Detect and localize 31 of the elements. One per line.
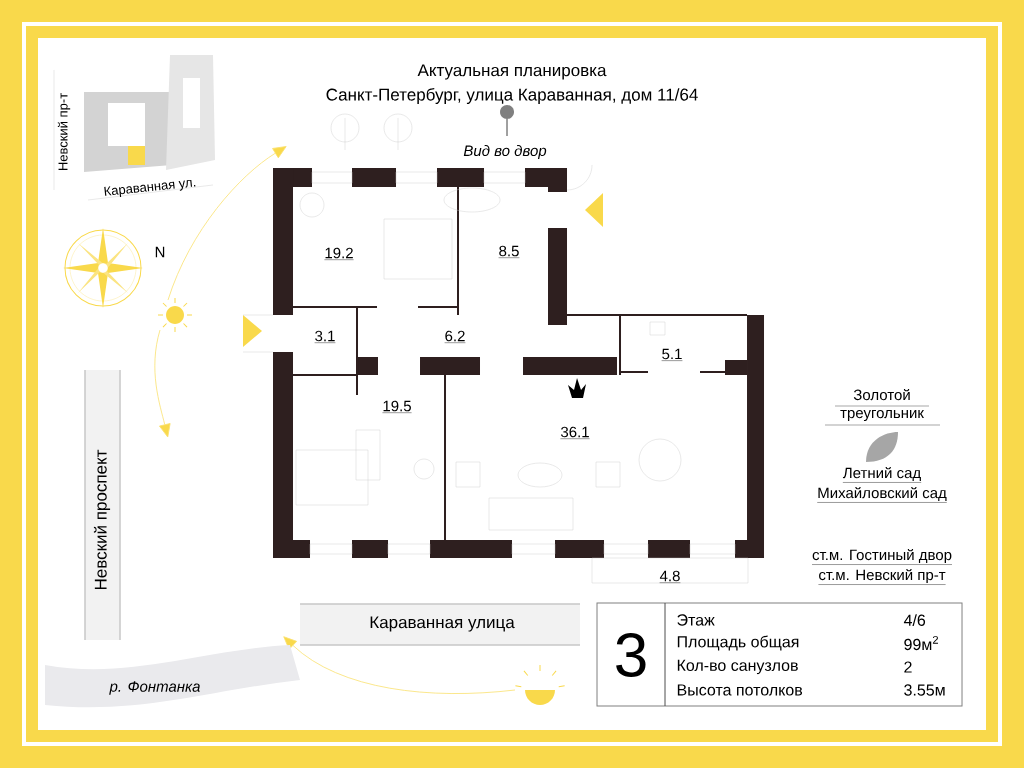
room-area: 36.1 bbox=[560, 426, 590, 439]
street-name: Невский проспект bbox=[93, 449, 111, 590]
table-cell: Площадь общая bbox=[677, 635, 799, 651]
table-cell: Этаж bbox=[677, 614, 715, 626]
room-area: 19.5 bbox=[382, 400, 412, 413]
metro-station: ст.м. Невский пр-т bbox=[818, 568, 946, 585]
place-name: Михайловский сад bbox=[817, 486, 947, 503]
room-area: 19.2 bbox=[324, 247, 354, 260]
metro-station: ст.м. Гостиный двор bbox=[811, 548, 953, 565]
room-area: 8.5 bbox=[498, 245, 520, 258]
room-area: 5.1 bbox=[661, 348, 683, 361]
room-area: 3.1 bbox=[314, 330, 336, 343]
river-name: р. Фонтанка bbox=[109, 681, 200, 695]
street-name: Невский пр-т bbox=[57, 93, 71, 171]
street-name: Караванная улица bbox=[370, 616, 515, 632]
room-count: 3 bbox=[616, 633, 646, 677]
table-cell: Высота потолков bbox=[677, 684, 803, 696]
room-area: 4.8 bbox=[659, 570, 681, 583]
view-label: Вид во двор bbox=[463, 145, 547, 159]
table-cell: 99м$^{2}$ bbox=[904, 635, 938, 651]
street-name: Караванная ул. bbox=[104, 179, 196, 197]
table-cell: 2 bbox=[904, 661, 912, 673]
table-cell: Кол-во санузлов bbox=[677, 659, 798, 675]
place-name: Золотой треугольник bbox=[824, 388, 941, 426]
place-name: Летний сад bbox=[842, 466, 922, 483]
subtitle: Санкт-Петербург, улица Караванная, дом 11/64 bbox=[326, 88, 698, 104]
title: Актуальная планировка bbox=[417, 64, 607, 80]
room-area: 6.2 bbox=[444, 330, 466, 343]
north-label: N bbox=[155, 246, 165, 258]
table-cell: 4/6 bbox=[903, 614, 926, 626]
table-cell: 3.55м bbox=[904, 684, 945, 696]
